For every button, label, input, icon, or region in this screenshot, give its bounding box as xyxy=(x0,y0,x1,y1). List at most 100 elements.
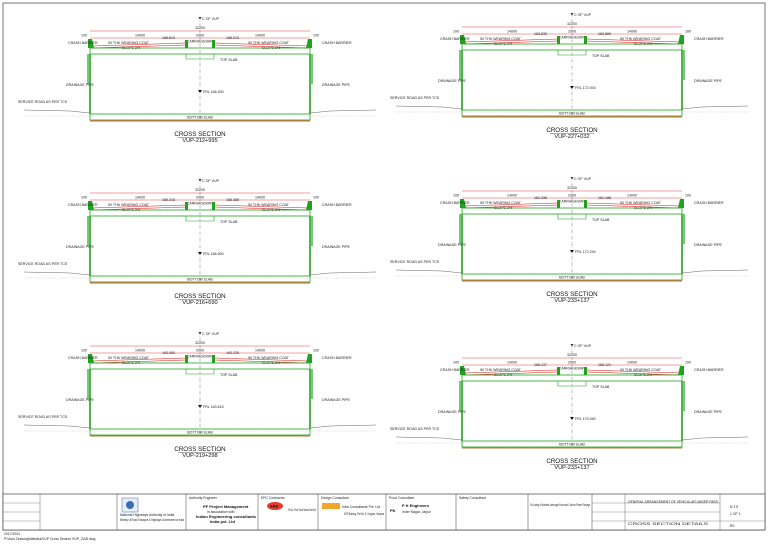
section-chainage: VUP-233+137 xyxy=(554,298,589,304)
dim-edge-left: 100 xyxy=(453,194,459,198)
bottom-slab xyxy=(461,440,683,448)
crash-barrier-label-left: CRASH BARRIER xyxy=(68,41,98,45)
section-title: CROSS SECTION xyxy=(174,446,225,453)
section-title: CROSS SECTION xyxy=(174,293,225,300)
dim-median-label: 2000 xyxy=(568,361,576,365)
level-left: 161.038 xyxy=(534,196,547,200)
centerline-marker xyxy=(570,344,574,347)
carriageway-label: CARRIAGEWAY xyxy=(187,40,214,44)
barrier-median-left xyxy=(557,367,560,375)
service-road-label: SERVICE ROAD AS PER TCS xyxy=(390,427,440,431)
barrier-left xyxy=(88,201,94,210)
dim-total-label: 32200 xyxy=(195,26,205,30)
barrier-right xyxy=(678,35,684,44)
crash-barrier-label-right: CRASH BARRIER xyxy=(322,41,352,45)
drainage-label-right: DRAINAGE PIPE xyxy=(322,245,351,249)
crash-barrier-label-right: CRASH BARRIER xyxy=(322,203,352,207)
median-haunch xyxy=(185,216,215,222)
median-haunch xyxy=(185,54,215,60)
pmc-line4: India pvt. Ltd xyxy=(210,519,235,524)
ground-right xyxy=(681,105,749,110)
top-slab-label: TOP SLAB xyxy=(220,58,238,62)
wearing-coat-label-left: 50 THK WEARING COAT xyxy=(480,201,522,205)
drainage-label-left: DRAINAGE PIPE xyxy=(438,79,467,83)
centerline-label: C OF VUP xyxy=(202,179,220,183)
barrier-left xyxy=(460,35,466,44)
bottom-slab xyxy=(461,273,683,281)
crash-barrier-label-right: CRASH BARRIER xyxy=(694,368,724,372)
centerline-label: C OF VUP xyxy=(202,332,220,336)
design-logo xyxy=(322,503,340,509)
top-slab xyxy=(89,362,311,370)
dim-edge-right: 100 xyxy=(313,34,319,38)
bottom-slab xyxy=(89,275,311,283)
level-right: 161.188 xyxy=(598,196,611,200)
crash-barrier-label-left: CRASH BARRIER xyxy=(440,37,470,41)
wearing-coat-label-left: 50 THK WEARING COAT xyxy=(108,41,150,45)
crash-barrier-label-left: CRASH BARRIER xyxy=(68,356,98,360)
median-haunch xyxy=(557,381,587,387)
level-left: 165.215 xyxy=(162,198,175,202)
road-level-label: FRL 166.800 xyxy=(203,252,224,256)
dim-edge-right: 100 xyxy=(685,194,691,198)
barrier-median-right xyxy=(212,40,215,48)
ground-left xyxy=(23,271,91,276)
drainage-label-right: DRAINAGE PIPE xyxy=(694,79,723,83)
proof-name: P K Engineers xyxy=(402,503,430,508)
dim-edge-left: 100 xyxy=(81,34,87,38)
level-right: 166.121 xyxy=(598,363,611,367)
drainage-label-right: DRAINAGE PIPE xyxy=(694,410,723,414)
dim-total-label: 32200 xyxy=(567,186,577,190)
dim-right-label: 14000 xyxy=(627,194,637,198)
service-road-label: SERVICE ROAD AS PER TCS xyxy=(18,415,68,419)
project-text: Six Laning of Amritsar-Jamnagar Economic… xyxy=(530,503,590,507)
bottom-slab-label: BOTTOM SLAB xyxy=(559,443,585,447)
drainage-label-right: DRAINAGE PIPE xyxy=(322,83,351,87)
level-marker xyxy=(570,86,574,89)
drainage-label-left: DRAINAGE PIPE xyxy=(438,243,467,247)
barrier-median-left xyxy=(557,36,560,44)
barrier-right xyxy=(678,366,684,375)
top-slab-label: TOP SLAB xyxy=(592,218,610,222)
dim-left-label: 14000 xyxy=(135,34,145,38)
top-slab-label: TOP SLAB xyxy=(220,220,238,224)
section-chainage: VUP-212+995 xyxy=(182,138,217,144)
ground-right xyxy=(309,109,377,114)
top-slab-label: TOP SLAB xyxy=(592,54,610,58)
dim-right-label: 14000 xyxy=(627,30,637,34)
wearing-coat-label-left: 50 THK WEARING COAT xyxy=(480,37,522,41)
bottom-slab xyxy=(461,109,683,117)
drainage-label-left: DRAINAGE PIPE xyxy=(438,410,467,414)
carriageway-label: CARRIAGEWAY xyxy=(559,36,586,40)
section-title: CROSS SECTION xyxy=(546,458,597,465)
drainage-label-left: DRAINAGE PIPE xyxy=(66,398,95,402)
contractor-text: Plot No.-2 Road, Sector Ramana Road Side xyxy=(288,508,316,512)
bottom-slab xyxy=(89,113,311,121)
top-slab-label: TOP SLAB xyxy=(220,373,238,377)
dim-right-label: 14000 xyxy=(255,34,265,38)
section-chainage: VUP-216+690 xyxy=(182,300,217,306)
centerline-label: C OF VUP xyxy=(202,17,220,21)
barrier-median-right xyxy=(584,200,587,208)
road-level-label: FRL 163.615 xyxy=(203,405,224,409)
wearing-coat-label-left: 50 THK WEARING COAT xyxy=(480,368,522,372)
median-haunch xyxy=(185,369,215,375)
dim-median-label: 2000 xyxy=(196,349,204,353)
crash-barrier-label-right: CRASH BARRIER xyxy=(694,37,724,41)
wearing-coat-label-right: 50 THK WEARING COAT xyxy=(620,368,662,372)
median-haunch xyxy=(557,214,587,220)
barrier-median-left xyxy=(185,202,188,210)
road-level-label: FRL 172.000 xyxy=(575,86,596,90)
carriageway-label: CARRIAGEWAY xyxy=(559,200,586,204)
wearing-coat-label-left: 50 THK WEARING COAT xyxy=(108,356,150,360)
footer-date: 2017/2024 xyxy=(4,532,20,536)
top-slab xyxy=(89,47,311,55)
centerline-label: C OF VUP xyxy=(574,13,592,17)
client-line1: National Highways Authority of India xyxy=(120,513,174,517)
ground-left xyxy=(395,269,463,274)
ground-right xyxy=(309,271,377,276)
crash-barrier-label-left: CRASH BARRIER xyxy=(440,201,470,205)
